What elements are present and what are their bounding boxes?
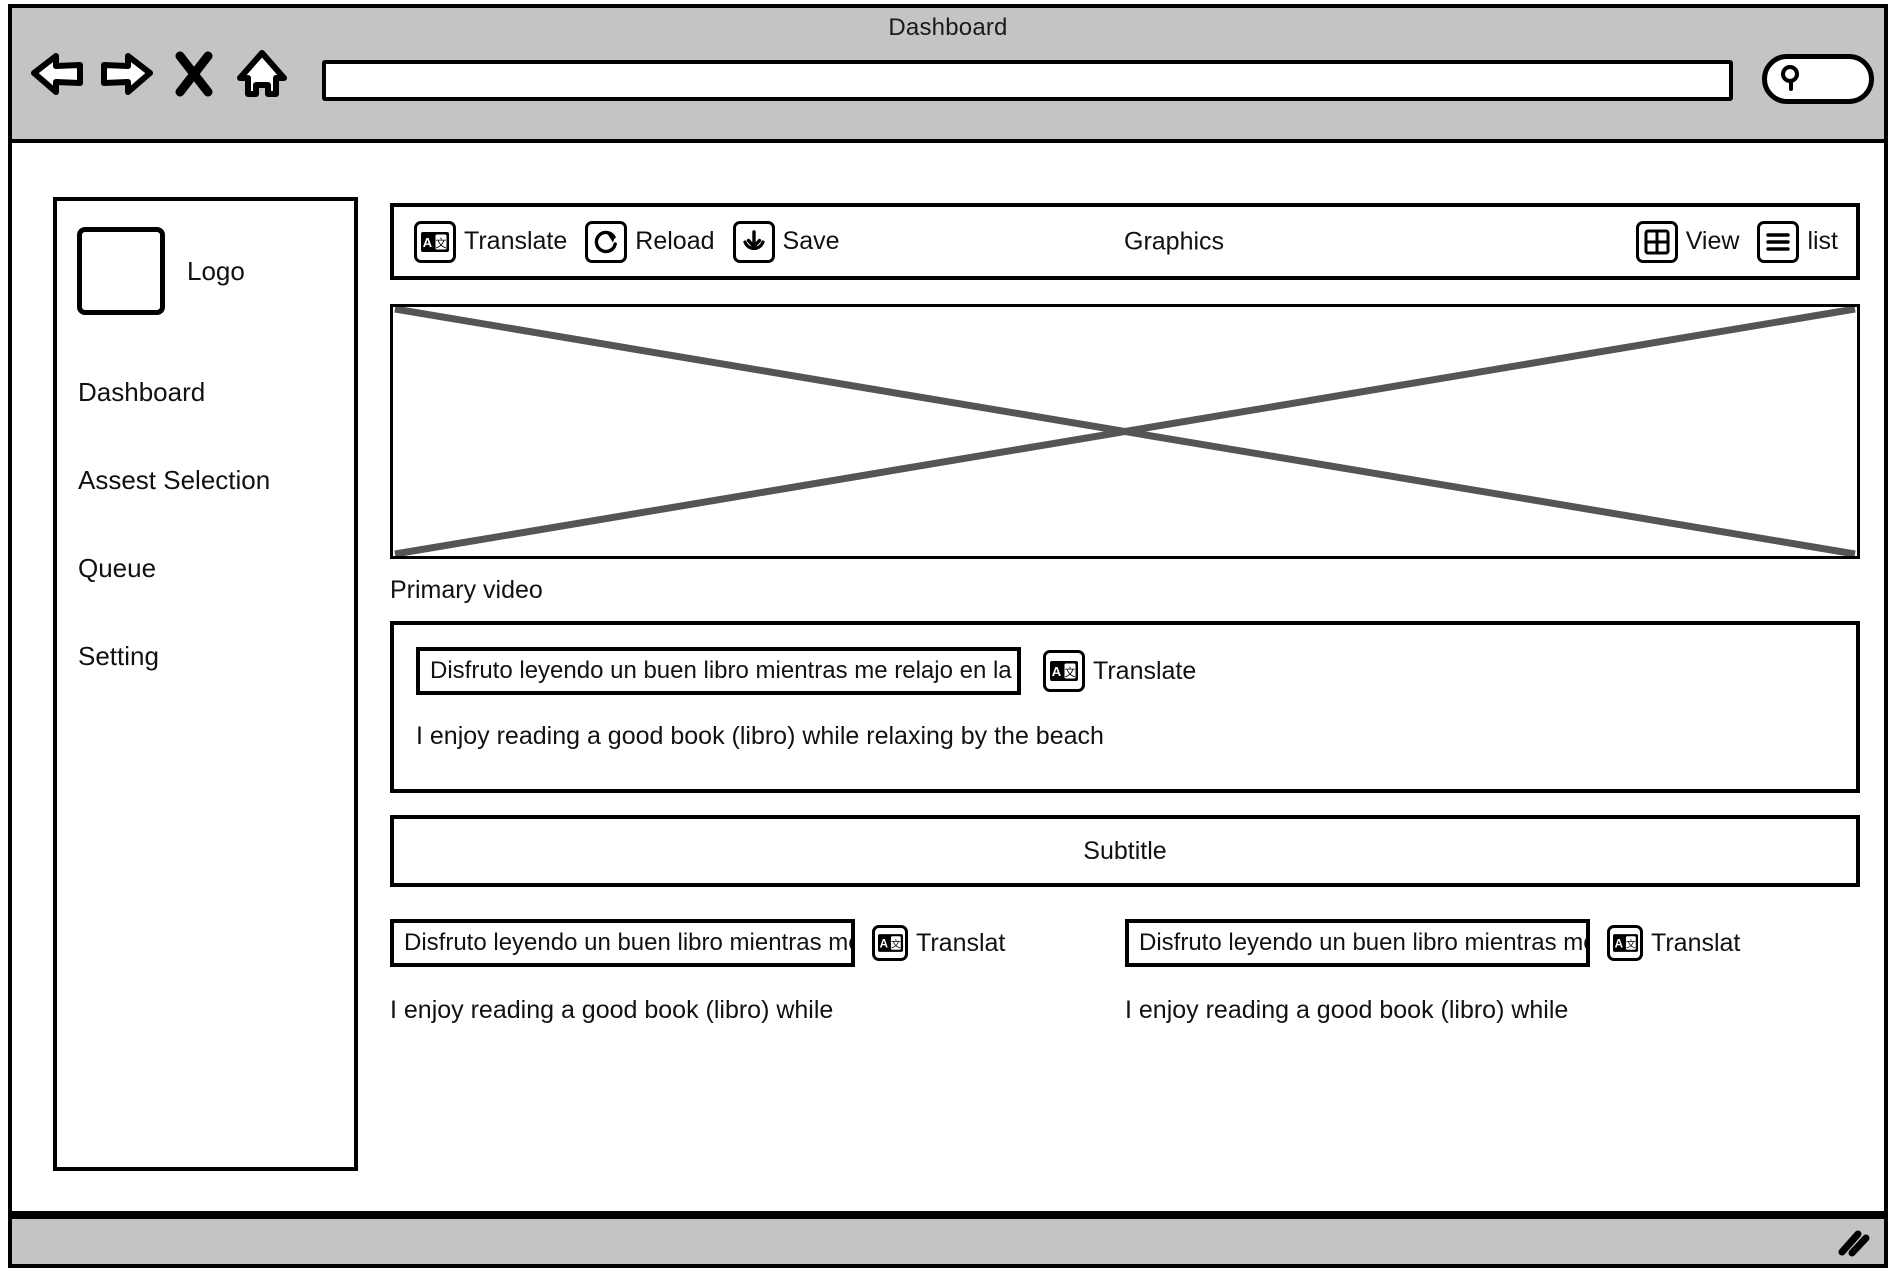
svg-text:A: A	[1052, 664, 1062, 679]
translate-icon: A 文	[414, 220, 456, 263]
view-button-label: View	[1685, 227, 1740, 255]
grid-view-icon	[1635, 220, 1678, 263]
segment-column-2: Disfruto leyendo un buen libro mientras …	[1125, 919, 1860, 1025]
sidebar-item-dashboard[interactable]: Dashboard	[78, 377, 206, 407]
stop-icon[interactable]	[166, 46, 222, 102]
segment-1-translate-button-label: Translat	[916, 928, 1006, 957]
svg-text:A: A	[423, 235, 433, 250]
segment-2-source-input[interactable]: Disfruto leyendo un buen libro mientras …	[1125, 919, 1590, 967]
search-icon	[1777, 62, 1807, 97]
segment-2-translate-button[interactable]: A 文 Translat	[1607, 925, 1740, 961]
toolbar-right-group: View list	[1635, 220, 1838, 263]
segment-1-row: Disfruto leyendo un buen libro mientras …	[390, 919, 1125, 967]
video-caption: Primary video	[390, 576, 543, 604]
translate-icon: A 文	[1607, 925, 1643, 961]
placeholder-cross-icon	[394, 307, 1856, 556]
svg-text:文: 文	[436, 236, 447, 250]
segment-2-row: Disfruto leyendo un buen libro mientras …	[1125, 919, 1860, 967]
list-button-label: list	[1807, 227, 1838, 255]
translate-icon: A 文	[1043, 650, 1085, 692]
view-button[interactable]: View	[1635, 220, 1740, 263]
browser-nav-icons	[30, 46, 290, 102]
reload-icon	[585, 220, 628, 263]
save-button-label: Save	[782, 227, 840, 255]
subtitle-bar[interactable]: Subtitle	[390, 815, 1860, 887]
reload-button[interactable]: Reload	[585, 220, 715, 263]
video-placeholder[interactable]	[390, 304, 1860, 559]
segment-2-translate-button-label: Translat	[1651, 928, 1741, 957]
logo-placeholder-icon	[77, 227, 165, 315]
window-title: Dashboard	[888, 14, 1008, 41]
content-toolbar: A 文 Translate Reload	[390, 203, 1860, 280]
resize-grip-icon[interactable]	[1836, 1228, 1870, 1258]
status-bar	[8, 1215, 1888, 1268]
logo-label: Logo	[187, 255, 245, 286]
primary-translated-text: I enjoy reading a good book (libro) whil…	[416, 722, 1104, 750]
list-button[interactable]: list	[1757, 220, 1838, 263]
search-box[interactable]	[1762, 54, 1874, 104]
primary-translate-panel: Disfruto leyendo un buen libro mientras …	[390, 621, 1860, 793]
graphics-label: Graphics	[1124, 227, 1225, 255]
primary-translate-button-label: Translate	[1093, 656, 1197, 685]
svg-text:A: A	[1614, 937, 1623, 950]
save-button[interactable]: Save	[732, 220, 840, 263]
sidebar-item-setting[interactable]: Setting	[78, 641, 159, 671]
segment-column-1: Disfruto leyendo un buen libro mientras …	[390, 919, 1125, 1025]
home-icon[interactable]	[234, 46, 290, 102]
reload-button-label: Reload	[635, 227, 715, 255]
segment-1-translate-button[interactable]: A 文 Translat	[872, 925, 1005, 961]
primary-translate-row: Disfruto leyendo un buen libro mientras …	[416, 647, 1856, 695]
svg-text:文: 文	[1065, 665, 1076, 679]
logo-row: Logo	[77, 227, 245, 315]
svg-text:文: 文	[1625, 937, 1635, 950]
browser-chrome: Dashboard	[8, 4, 1888, 143]
primary-source-input[interactable]: Disfruto leyendo un buen libro mientras …	[416, 647, 1021, 695]
sidebar: Logo Dashboard Assest Selection Queue Se…	[53, 197, 358, 1171]
translate-icon: A 文	[872, 925, 908, 961]
segment-1-source-input[interactable]: Disfruto leyendo un buen libro mientras …	[390, 919, 855, 967]
translate-button[interactable]: A 文 Translate	[414, 220, 568, 263]
sidebar-nav: Dashboard Assest Selection Queue Setting	[78, 377, 338, 729]
save-icon	[732, 220, 775, 263]
svg-text:文: 文	[890, 937, 900, 950]
primary-translate-button[interactable]: A 文 Translate	[1043, 650, 1196, 692]
segment-row: Disfruto leyendo un buen libro mientras …	[390, 919, 1860, 1025]
subtitle-label: Subtitle	[1083, 836, 1167, 865]
segment-2-translated-text: I enjoy reading a good book (libro) whil…	[1125, 996, 1569, 1024]
svg-text:A: A	[879, 937, 888, 950]
main-content: A 文 Translate Reload	[390, 203, 1860, 1025]
url-bar[interactable]	[322, 60, 1733, 101]
sidebar-item-queue[interactable]: Queue	[78, 553, 157, 583]
hamburger-list-icon	[1757, 220, 1800, 263]
translate-button-label: Translate	[464, 227, 568, 255]
back-icon[interactable]	[30, 46, 86, 102]
segment-1-translated-text: I enjoy reading a good book (libro) whil…	[390, 996, 834, 1024]
forward-icon[interactable]	[98, 46, 154, 102]
sidebar-item-assest-selection[interactable]: Assest Selection	[78, 465, 271, 495]
